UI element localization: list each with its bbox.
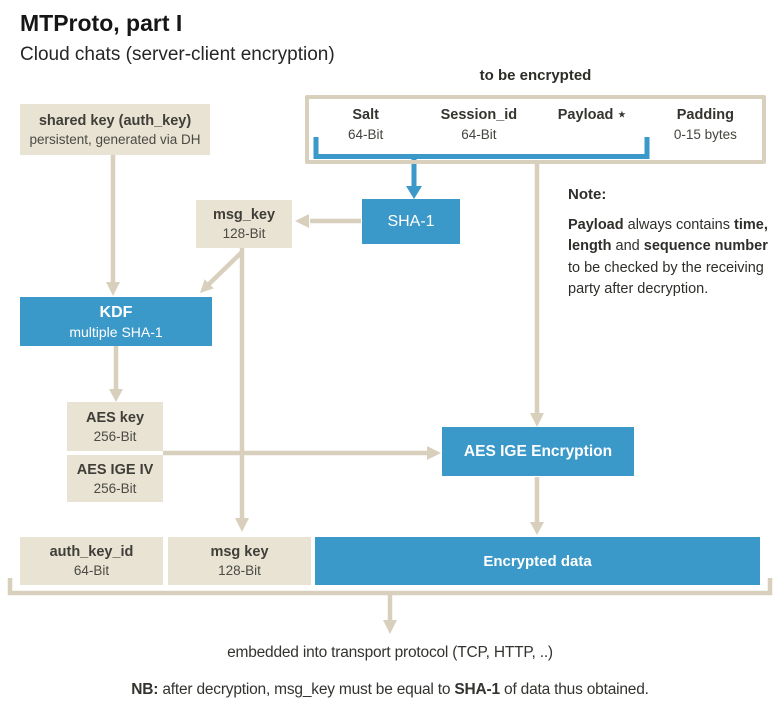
auth-key-id-box: auth_key_id 64-Bit	[20, 537, 163, 585]
kdf-box: KDF multiple SHA-1	[20, 297, 212, 346]
sha1-box: SHA-1	[362, 199, 460, 244]
aes-key-box: AES key 256-Bit	[67, 402, 163, 451]
transport-caption: embedded into transport protocol (TCP, H…	[227, 644, 553, 661]
aes-ige-iv-box: AES IGE IV 256-Bit	[67, 455, 163, 502]
page-title: MTProto, part I	[20, 10, 183, 36]
aes-ige-encryption-box: AES IGE Encryption	[442, 427, 634, 476]
arrowhead-kdf-top	[106, 282, 120, 296]
field-padding: Padding 0-15 bytes	[673, 107, 737, 142]
arrowhead-aesige-top	[530, 413, 544, 427]
note-body: Payload always contains time, length and…	[568, 216, 768, 298]
arrow-msgkey-to-kdf	[207, 250, 244, 286]
arrowhead-kdf-topright	[200, 279, 214, 293]
page-subtitle: Cloud chats (server-client encryption)	[20, 44, 335, 65]
arrowhead-encrypted-top	[530, 522, 544, 535]
arrowhead-transport	[383, 620, 397, 634]
payload-note: Note: Payload always contains time, leng…	[568, 184, 780, 301]
arrowhead-aeskey-top	[109, 389, 123, 402]
to-be-encrypted-outline	[305, 95, 766, 164]
nb-caption: NB: after decryption, msg_key must be eq…	[131, 681, 649, 698]
shared-key-box: shared key (auth_key) persistent, genera…	[20, 104, 210, 155]
arrowhead-sha1-top	[406, 186, 422, 199]
to-be-encrypted-fields: Salt 64-Bit Session_id 64-Bit Payload ⋆ …	[309, 107, 762, 142]
note-heading: Note:	[568, 186, 607, 203]
msg-key-bottom-box: msg key 128-Bit	[168, 537, 311, 585]
arrowhead-aesige-left	[427, 446, 441, 460]
encrypted-data-box: Encrypted data	[315, 537, 760, 585]
field-salt: Salt 64-Bit	[347, 107, 384, 142]
to-be-encrypted-label: to be encrypted	[479, 67, 592, 84]
arrowhead-msgkey-right	[295, 214, 309, 228]
field-session-id: Session_id 64-Bit	[440, 107, 518, 142]
msg-key-top-box: msg_key 128-Bit	[196, 200, 292, 248]
arrowhead-msgkey-bottom	[235, 518, 249, 532]
field-payload: Payload ⋆	[557, 107, 627, 123]
